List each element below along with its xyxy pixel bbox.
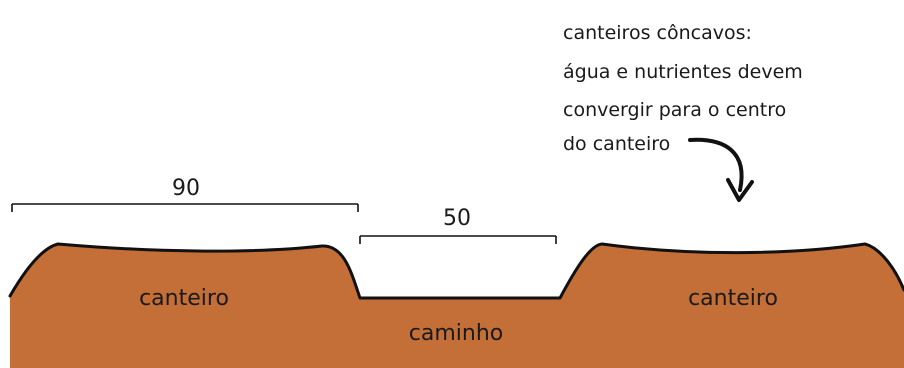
dimension-bracket-path: [359, 235, 557, 244]
annotation-line-1: canteiros côncavos:: [563, 22, 752, 44]
left-bed-label: canteiro: [139, 286, 229, 311]
path-width-label: 50: [443, 206, 471, 231]
annotation-line-2: água e nutrientes devem: [563, 61, 803, 83]
right-bed-label: canteiro: [688, 286, 778, 311]
bed-width-label: 90: [172, 176, 200, 201]
path-label: caminho: [408, 321, 504, 346]
annotation-line-4: do canteiro: [563, 133, 671, 155]
curved-arrow-down-icon: [688, 137, 754, 202]
soil-outline: [8, 242, 904, 300]
dimension-bracket-bed: [11, 203, 359, 212]
soil-profile: [10, 244, 904, 368]
annotation-line-3: convergir para o centro: [563, 99, 787, 121]
